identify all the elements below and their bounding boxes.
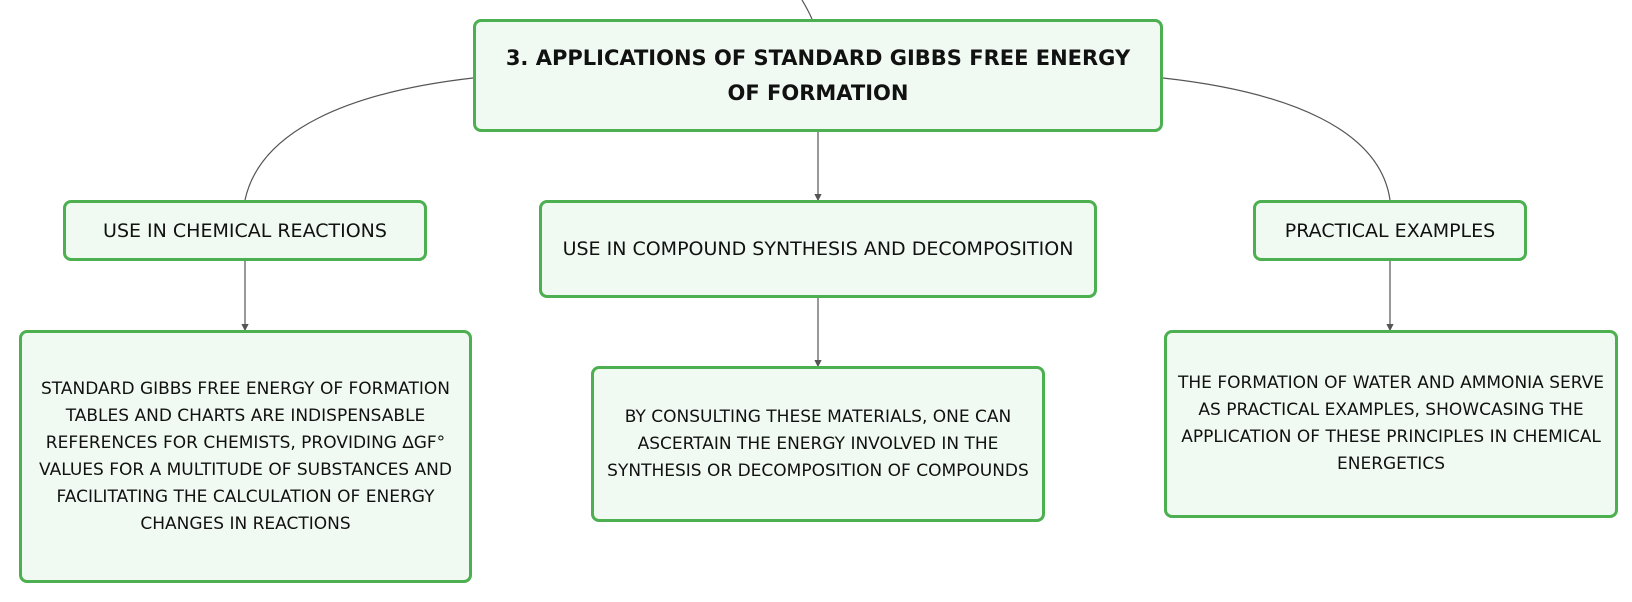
topic-node-compound-synthesis[interactable]: USE IN COMPOUND SYNTHESIS AND DECOMPOSIT…	[539, 200, 1097, 298]
detail-text-compound-synthesis: BY CONSULTING THESE MATERIALS, ONE CAN A…	[607, 406, 1029, 481]
connector-root-to-left	[244, 77, 474, 201]
root-topic-node[interactable]: 3. APPLICATIONS OF STANDARD GIBBS FREE E…	[473, 19, 1163, 132]
root-topic-label: 3. APPLICATIONS OF STANDARD GIBBS FREE E…	[505, 45, 1131, 105]
connector-root-to-right	[1162, 77, 1391, 201]
detail-node-chemical-reactions[interactable]: STANDARD GIBBS FREE ENERGY OF FORMATION …	[19, 330, 472, 583]
detail-text-practical-examples: THE FORMATION OF WATER AND AMMONIA SERVE…	[1178, 373, 1604, 474]
topic-node-practical-examples[interactable]: PRACTICAL EXAMPLES	[1253, 200, 1527, 261]
topic-node-chemical-reactions[interactable]: USE IN CHEMICAL REACTIONS	[63, 200, 427, 261]
topic-label-compound-synthesis: USE IN COMPOUND SYNTHESIS AND DECOMPOSIT…	[562, 238, 1074, 260]
connector-parent-to-root	[801, 0, 813, 20]
detail-text-chemical-reactions: STANDARD GIBBS FREE ENERGY OF FORMATION …	[39, 378, 452, 534]
detail-node-compound-synthesis[interactable]: BY CONSULTING THESE MATERIALS, ONE CAN A…	[591, 366, 1045, 522]
detail-node-practical-examples[interactable]: THE FORMATION OF WATER AND AMMONIA SERVE…	[1164, 330, 1618, 518]
topic-label-chemical-reactions: USE IN CHEMICAL REACTIONS	[103, 219, 387, 242]
topic-label-practical-examples: PRACTICAL EXAMPLES	[1284, 219, 1496, 242]
